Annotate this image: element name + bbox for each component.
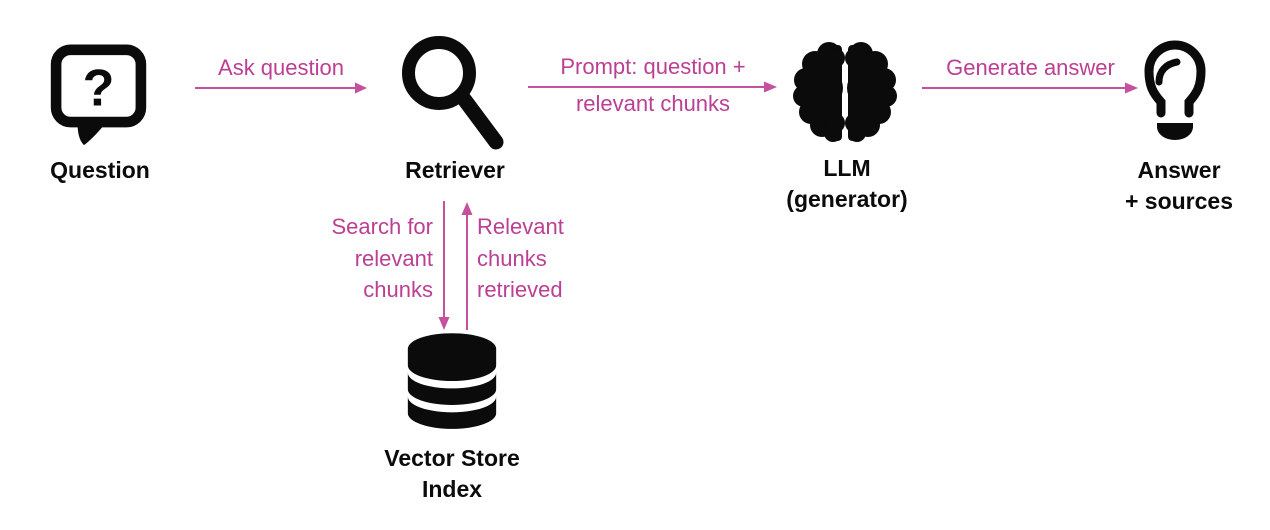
search-edge-label-line3: chunks	[363, 277, 433, 302]
magnifier-icon	[402, 36, 504, 150]
speech-bubble-question-icon: ?	[50, 44, 147, 146]
ask-question-edge-label: Ask question	[218, 55, 344, 80]
retrieved-up-arrow-icon	[461, 202, 473, 330]
retrieved-edge-label: Relevant chunks retrieved	[477, 211, 617, 306]
vector-store-node-label-line1: Vector Store	[384, 445, 520, 471]
search-edge-label-line2: relevant	[354, 245, 433, 271]
search-down-arrow-icon	[438, 201, 450, 330]
retrieved-edge-label-line1: Relevant	[477, 214, 564, 239]
retriever-node-label: Retriever	[405, 157, 505, 183]
llm-node-label-line2: (generator)	[786, 186, 908, 212]
search-edge-label: Search for relevant chunks	[293, 211, 434, 306]
generate-answer-edge-label: Generate answer	[946, 55, 1115, 80]
database-icon	[407, 333, 497, 429]
question-node-label: Question	[50, 157, 150, 183]
svg-text:?: ?	[83, 60, 115, 118]
prompt-edge-label-line1: Prompt: question +	[560, 54, 746, 79]
retrieved-edge-label-line3: retrieved	[477, 277, 563, 302]
answer-node-label: Answer + sources	[1099, 155, 1259, 217]
prompt-edge-label-line2: relevant chunks	[575, 91, 731, 116]
vector-store-node-label-line2: Index	[421, 476, 483, 502]
answer-node-label-line2: + sources	[1124, 188, 1234, 214]
generate-answer-arrow-icon	[922, 82, 1138, 94]
search-edge-label-line1: Search for	[331, 214, 434, 239]
retrieved-edge-label-line2: chunks	[477, 245, 547, 271]
lightbulb-icon	[1144, 40, 1206, 140]
vector-store-node-label: Vector Store Index	[372, 443, 532, 505]
ask-question-arrow-icon	[195, 82, 367, 94]
brain-icon	[793, 42, 897, 142]
answer-node-label-line1: Answer	[1137, 157, 1221, 183]
llm-node-label-line1: LLM	[823, 155, 871, 181]
prompt-arrow-icon	[528, 81, 777, 93]
llm-node-label: LLM (generator)	[767, 153, 927, 215]
